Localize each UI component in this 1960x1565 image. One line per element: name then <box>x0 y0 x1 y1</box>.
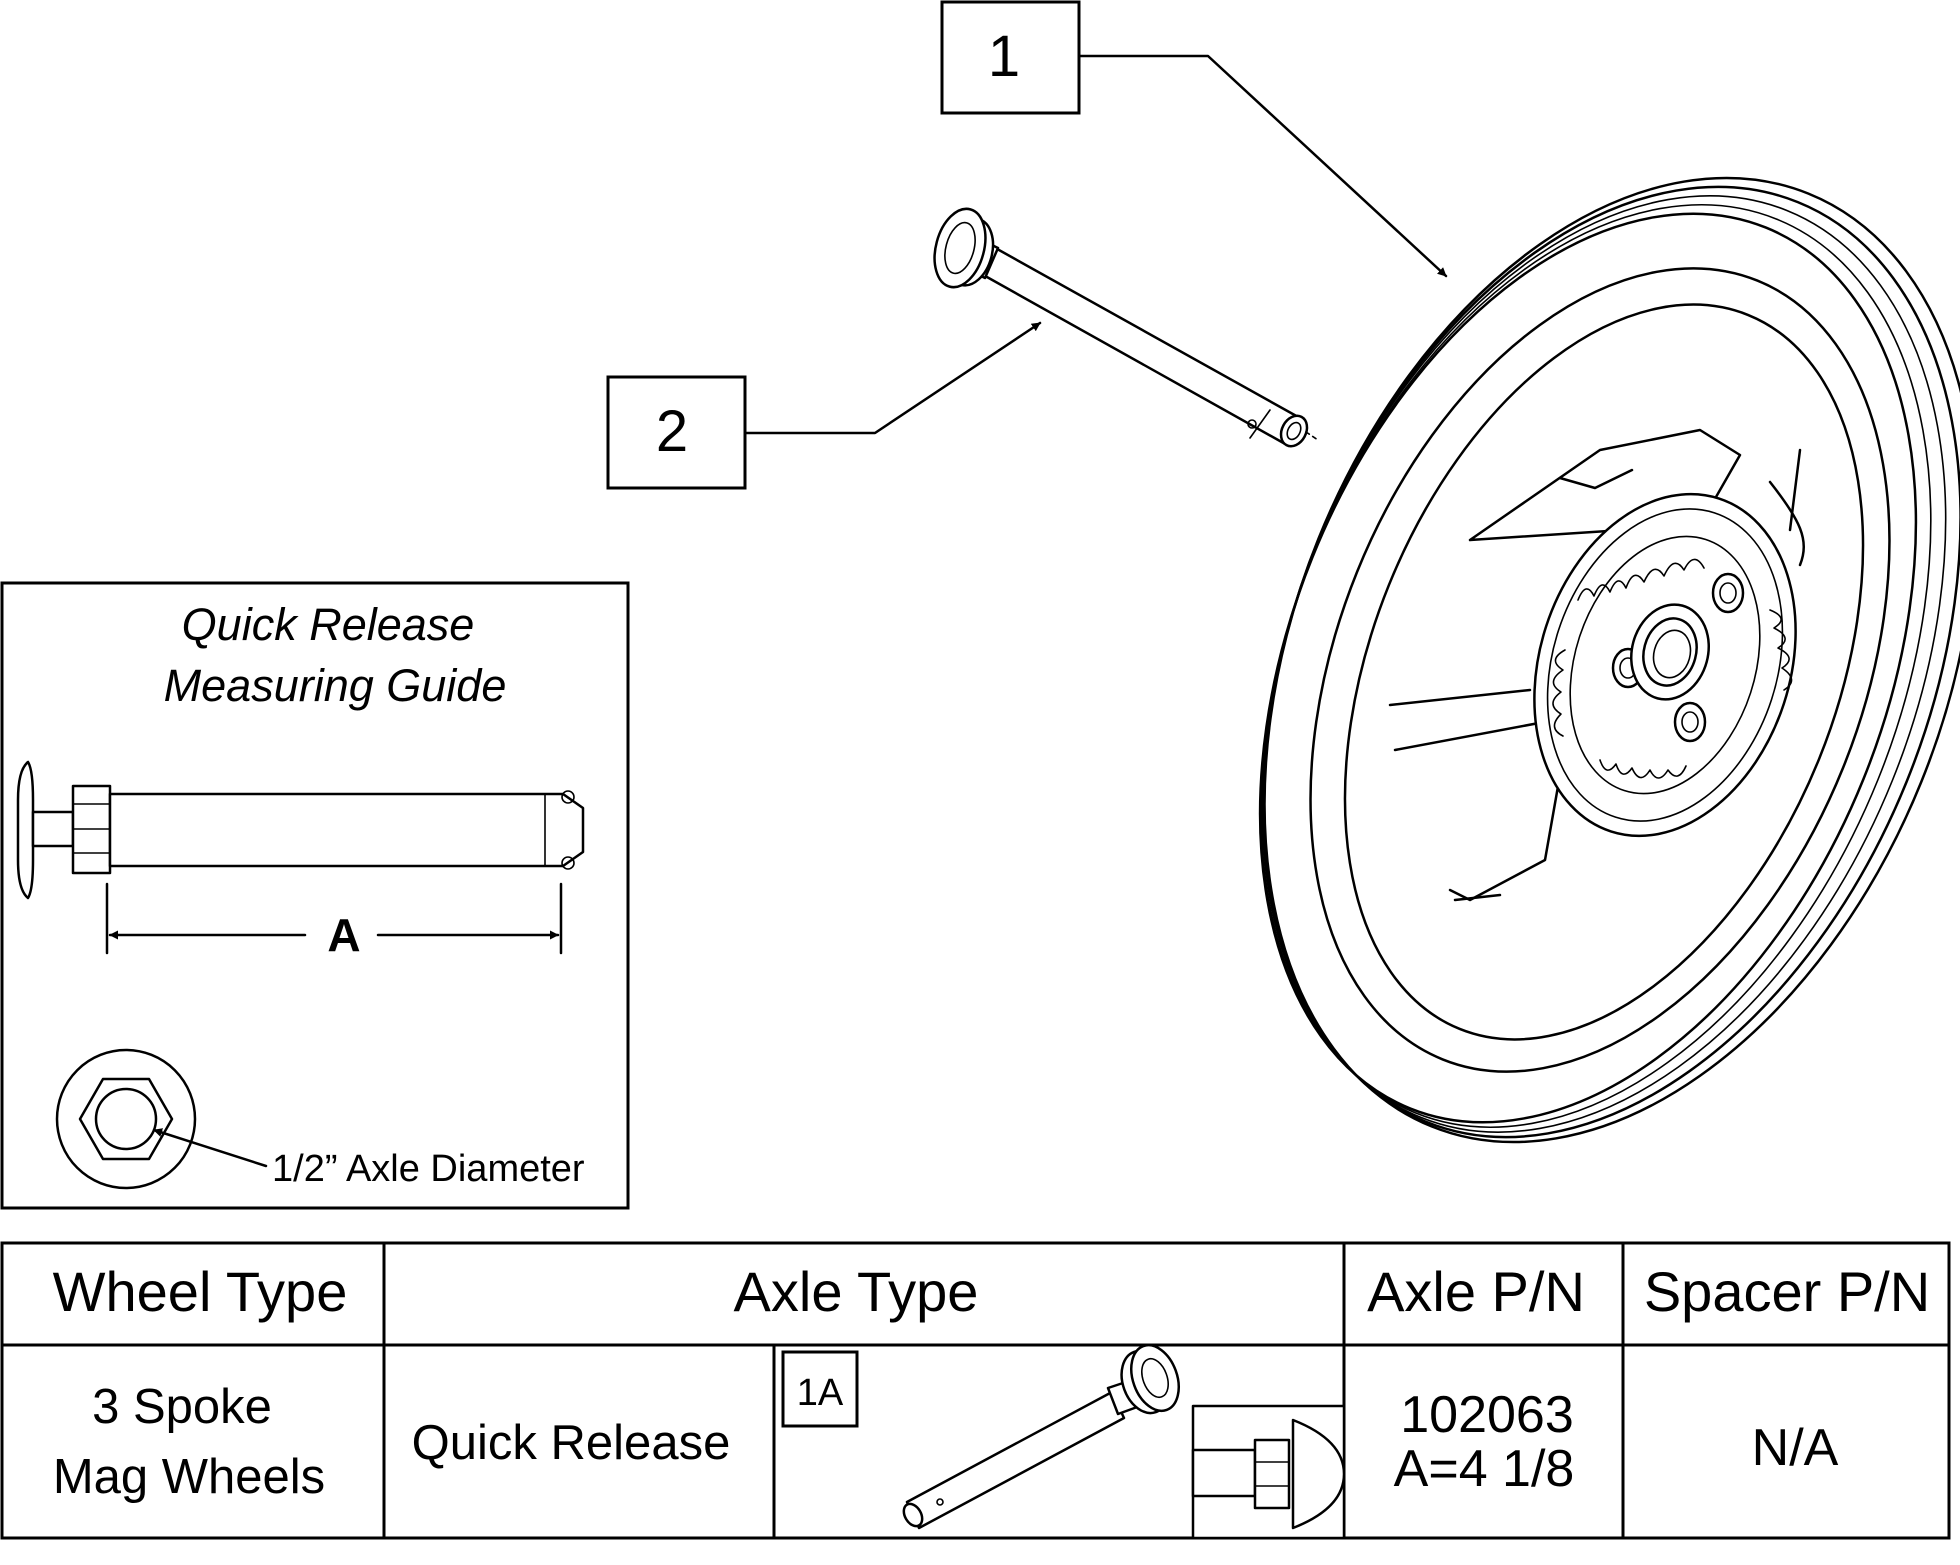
axle-end-view: 1/2” Axle Diameter <box>55 1048 585 1190</box>
measuring-guide: Quick Release Measuring Guide A <box>0 581 630 1210</box>
rim <box>1309 267 1891 1073</box>
header-axle-pn: Axle P/N <box>1367 1260 1585 1323</box>
dimension-a-label: A <box>327 909 360 961</box>
callout-2: 2 <box>606 321 1042 490</box>
callout-2-number: 2 <box>656 399 688 464</box>
guide-axle-side-view <box>16 760 585 900</box>
dimension-a: A <box>105 882 563 961</box>
cell-wheel-type-line2: Mag Wheels <box>53 1450 325 1504</box>
header-axle-type: Axle Type <box>734 1260 979 1323</box>
cell-axle-pn-line1: 102063 <box>1400 1386 1574 1444</box>
cell-spacer-pn: N/A <box>1752 1419 1839 1477</box>
callout-1-number: 1 <box>988 24 1020 89</box>
hub-gear <box>1533 492 1797 838</box>
diameter-label: 1/2” Axle Diameter <box>272 1148 585 1190</box>
cell-axle-type: Quick Release <box>412 1416 731 1470</box>
cell-axle-pn-line2: A=4 1/8 <box>1394 1440 1575 1498</box>
header-wheel-type: Wheel Type <box>53 1260 348 1323</box>
axle-bore <box>1629 603 1711 701</box>
guide-title-line1: Quick Release <box>182 599 475 650</box>
callout-1: 1 <box>940 0 1448 278</box>
parts-table: Wheel Type Axle Type Axle P/N Spacer P/N… <box>0 1241 1951 1540</box>
axle-drawing <box>933 207 1319 448</box>
tire <box>1258 176 1960 1144</box>
guide-title-line2: Measuring Guide <box>164 660 507 711</box>
header-spacer-pn: Spacer P/N <box>1644 1260 1930 1323</box>
wheel-drawing <box>1258 176 1960 1144</box>
cell-wheel-type-line1: 3 Spoke <box>92 1380 272 1434</box>
axle-type-illustration: 1A <box>781 1343 1346 1540</box>
axle-callout-1a: 1A <box>797 1372 844 1414</box>
